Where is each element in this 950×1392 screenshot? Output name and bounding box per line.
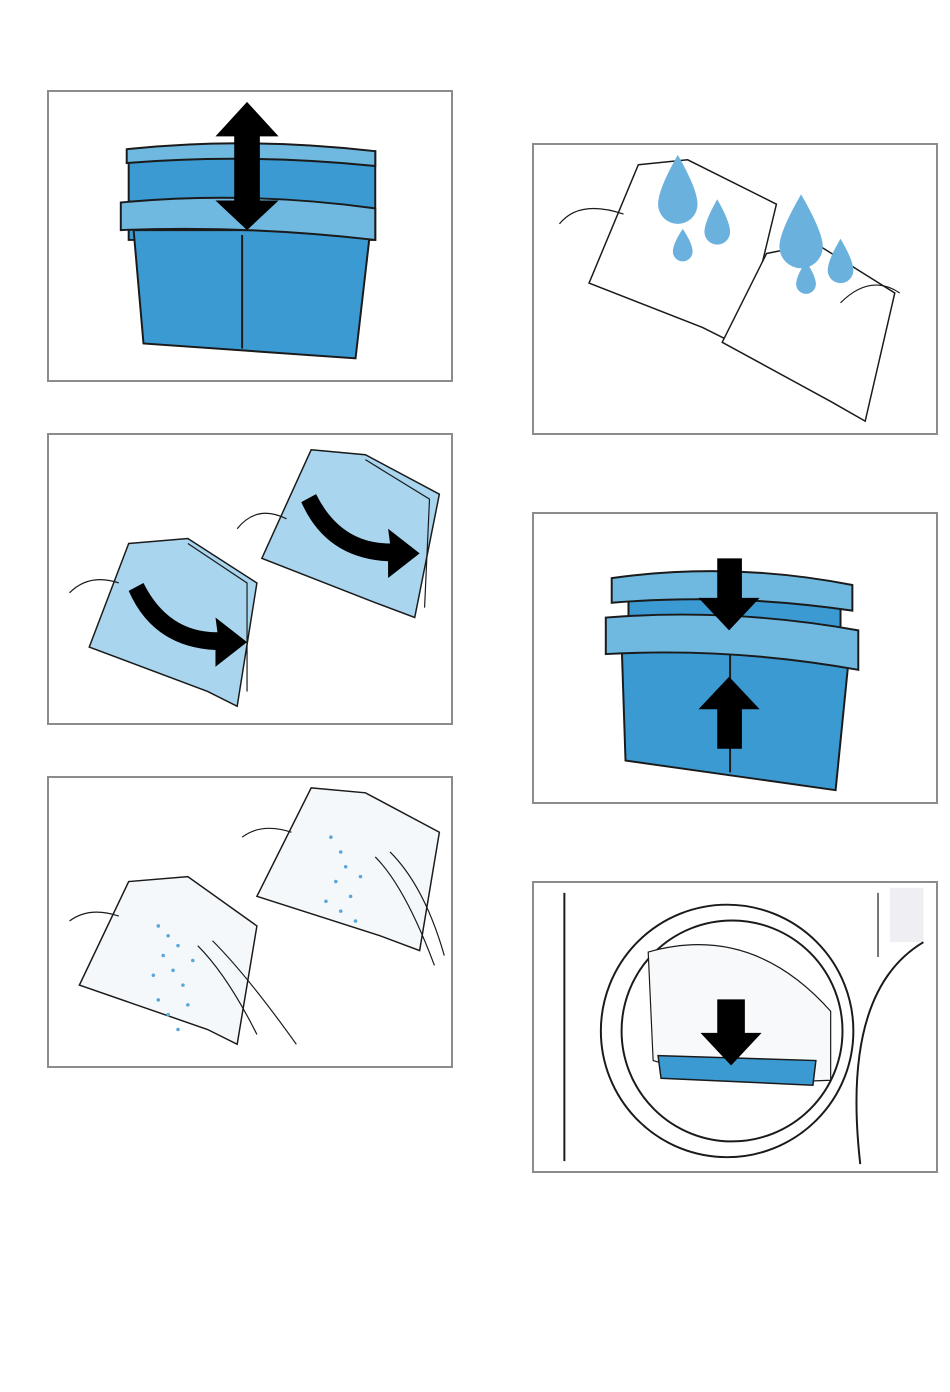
- panel-step-open-filter: [47, 433, 453, 725]
- illustration-insert-filter: [534, 883, 936, 1171]
- filter-left-lint: [70, 877, 297, 1045]
- door-hinge-panel: [890, 888, 924, 942]
- panel-step-insert-filter: [532, 881, 938, 1173]
- panel-step-remove-lint: [47, 776, 453, 1068]
- panel-step-rinse-filter: [532, 143, 938, 435]
- illustration-reassemble-filter: [534, 514, 936, 802]
- illustration-filter-pull-apart: [49, 92, 451, 380]
- illustration-rinse-filter: [534, 145, 936, 433]
- filter-right-lint: [242, 788, 444, 966]
- panel-step-reassemble-filter: [532, 512, 938, 804]
- illustration-filter-open: [49, 435, 451, 723]
- illustration-remove-lint: [49, 778, 451, 1066]
- open-door-edge: [856, 942, 923, 1164]
- panel-step-pull-apart: [47, 90, 453, 382]
- outer-filter-body: [134, 230, 371, 358]
